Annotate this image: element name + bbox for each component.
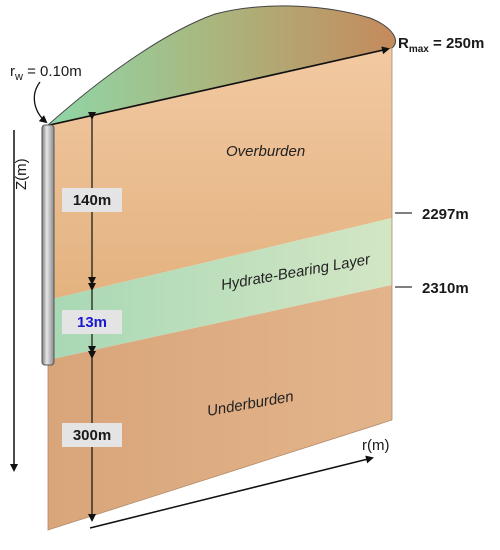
well-radius-sub: w [14, 71, 23, 83]
well-radius-value: = 0.10m [23, 63, 82, 80]
depth-bottom-label: 2310m [422, 280, 469, 297]
layer-overburden-label: Overburden [226, 143, 305, 160]
rmax-prefix: R [398, 35, 409, 52]
thickness-top-box [62, 188, 122, 212]
rmax-label: Rmax = 250m [398, 35, 484, 55]
overburden-block [48, 48, 392, 300]
z-axis-label: Z(m) [13, 158, 30, 190]
thickness-hydrate-label: 13m [77, 314, 107, 331]
rmax-value: = 250m [429, 35, 484, 52]
well-radius-prefix: r [10, 63, 15, 80]
r-axis-label: r(m) [362, 437, 389, 454]
r-axis-arrow [89, 455, 374, 529]
thickness-bottom-label: 300m [73, 427, 111, 444]
thickness-bottom-box [62, 423, 122, 447]
depth-top-label: 2297m [422, 206, 469, 223]
rw-pointer-arrow [33, 81, 48, 124]
rmax-arrow [49, 46, 390, 126]
rmax-sub: max [409, 44, 429, 55]
well-radius-label: rw = 0.10m [10, 63, 82, 83]
top-surface [47, 5, 396, 126]
hydrate-layer-band [48, 218, 392, 360]
underburden-block [48, 285, 392, 530]
thickness-top-label: 140m [73, 192, 111, 209]
thickness-hydrate-box [62, 310, 122, 334]
wellbore [41, 124, 55, 366]
